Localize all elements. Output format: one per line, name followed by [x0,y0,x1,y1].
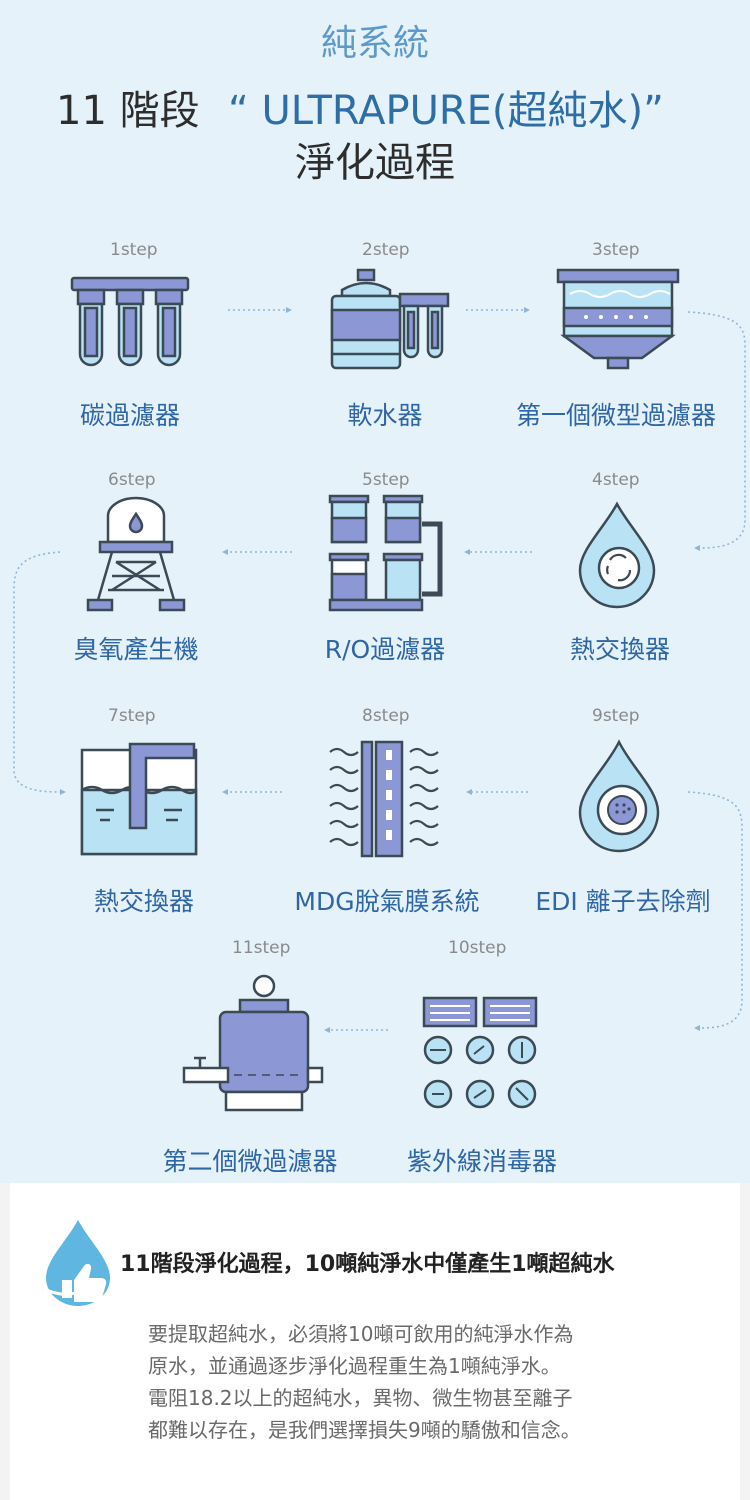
info-paragraph-line-3: 電阻18.2以上的超純水，異物、微生物甚至離子 [148,1386,573,1410]
title-bottom: 淨化過程 [295,140,455,186]
step-3-label: 第一個微型過濾器 [515,401,716,430]
info-paragraph-line-1: 要提取超純水，必須將10噸可飲用的純淨水作為 [148,1322,574,1346]
heat-exchanger-drop-icon [578,501,656,609]
ozone-tower-icon [86,496,186,612]
step-4-label: 熱交換器 [569,635,670,664]
carbon-filter-icon [70,276,190,367]
arrow-9-10 [687,791,743,1029]
thumbs-up-drop-icon [41,1220,110,1306]
micro-filter-tank-icon [182,974,324,1112]
step-9-label: EDI 離子去除劑 [535,887,711,916]
ro-filter-icon [328,494,443,612]
step-11-label: 第二個微過濾器 [162,1147,338,1176]
step-7-label: 熱交換器 [93,887,194,916]
info-headline: 11階段淨化過程，10噸純淨水中僅產生1噸超純水 [120,1252,615,1277]
info-paragraph-line-2: 原水，並通過逐步淨化過程重生為1噸純淨水。 [148,1354,561,1378]
step-2-label: 軟水器 [347,401,423,430]
info-paragraph: 要提取超純水，必須將10噸可飲用的純淨水作為 原水，並通過逐步淨化過程重生為1噸… [148,1318,708,1446]
step-8-number: 8step [362,706,410,726]
micro-filter-icon [556,268,680,370]
step-1-label: 碳過濾器 [79,401,180,430]
flow-arrows [13,307,746,1033]
water-softener-icon [330,268,450,370]
membrane-icon [329,740,439,858]
step-2-number: 2step [362,240,410,260]
edi-drop-icon [578,739,660,853]
step-10-label: 紫外線消毒器 [406,1147,557,1176]
uv-sterilizer-icon [422,996,538,1109]
step-5-number: 5step [362,470,410,490]
step-8-label: MDG脫氣膜系統 [294,887,480,916]
info-panel [10,1183,740,1500]
step-11-number: 11step [232,938,291,958]
title-prefix: 11 階段 [56,88,200,134]
step-9-number: 9step [592,706,640,726]
step-6-label: 臭氧產生機 [73,635,199,664]
heat-exchanger-tank-icon [80,742,198,856]
step-5-label: R/O過濾器 [324,635,446,664]
arrow-6-7 [13,551,61,793]
step-3-number: 3step [592,240,640,260]
step-6-number: 6step [108,470,156,490]
info-paragraph-line-4: 都難以存在，是我們選擇損失9噸的驕傲和信念。 [148,1418,581,1442]
title-top: 純系統 [320,23,429,64]
step-7-number: 7step [108,706,156,726]
step-10-number: 10step [448,938,507,958]
title-highlight: “ ULTRAPURE(超純水)” [228,88,664,134]
step-1-number: 1step [110,240,158,260]
step-4-number: 4step [592,470,640,490]
